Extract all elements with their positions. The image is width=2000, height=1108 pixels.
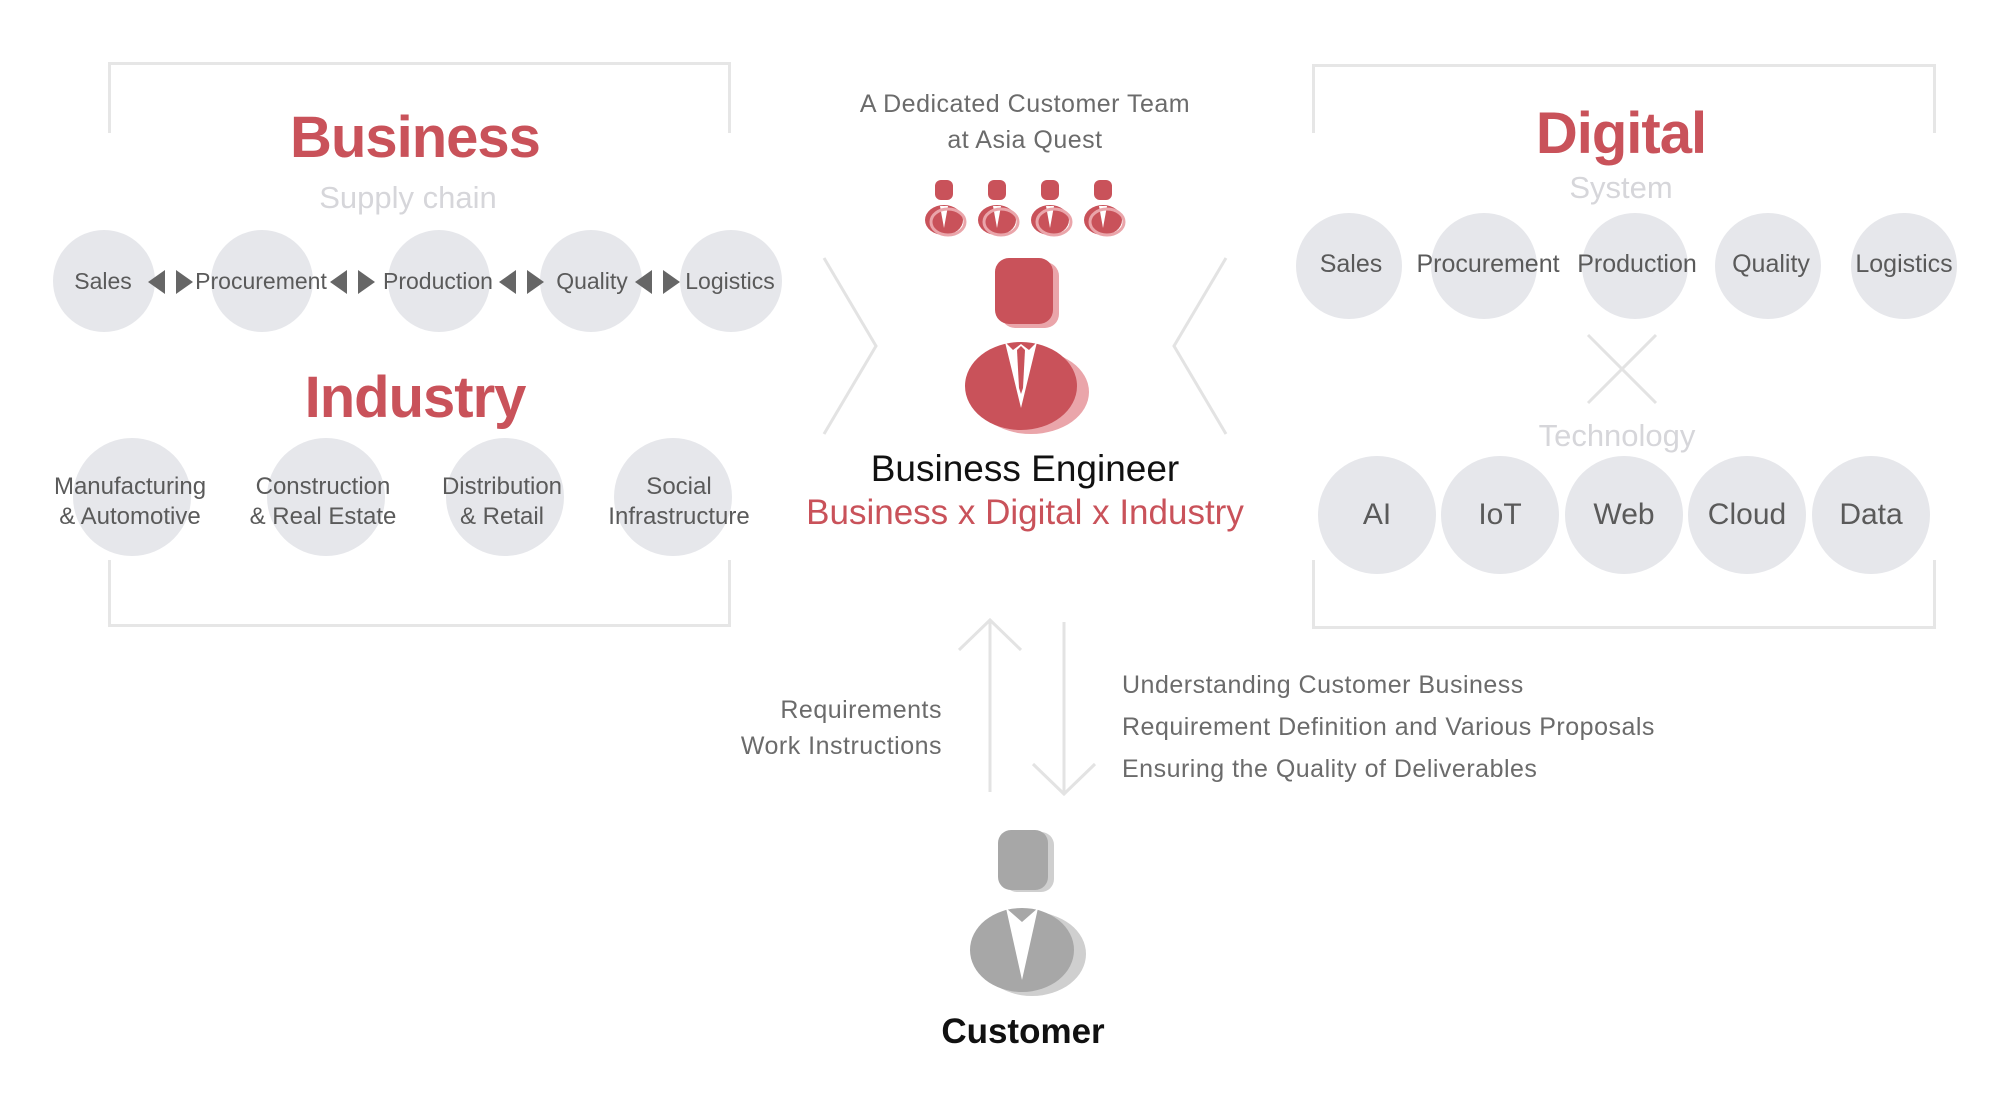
supply-circle-logistics [680,230,782,332]
flow-up-line2: Work Instructions [740,732,942,760]
system-circle-logistics [1851,213,1957,319]
flow-up-label: Requirements Work Instructions [741,692,942,764]
tech-item-iot: IoT [1478,498,1522,531]
chevron-right-icon [527,270,544,294]
business-bracket-bottom [108,560,731,627]
supply-circle-sales [53,230,155,332]
industry-item-manufacturing: Manufacturing & Automotive [54,472,206,532]
supply-circle-production [388,230,490,332]
industry-item-line2: & Real Estate [249,503,397,530]
arrow-up-icon [957,617,1023,792]
system-circle-sales [1296,213,1402,319]
industry-circle-distribution [446,438,564,556]
supply-item-quality: Quality [556,268,628,294]
industry-circle-manufacturing [73,438,191,556]
supply-item-sales: Sales [74,268,132,294]
tech-item-cloud: Cloud [1707,498,1787,531]
supply-item-production: Production [383,268,493,294]
flow-down-line: Requirement Definition and Various Propo… [1122,713,1655,741]
chevron-left-icon [148,270,165,294]
supply-circle-procurement [211,230,313,332]
customer-label: Customer [941,1012,1105,1051]
technology-label: Technology [1538,418,1696,453]
industry-item-line1: Construction [255,473,391,500]
chevron-left-icon [1172,257,1228,435]
industry-item-distribution: Distribution & Retail [442,472,562,532]
engineer-subtitle: Business x Digital x Industry [806,493,1244,532]
industry-circle-construction [267,438,385,556]
system-circle-quality [1715,213,1821,319]
industry-circle-social [614,438,732,556]
team-member-icon [1084,180,1126,237]
supply-item-procurement: Procurement [195,268,327,294]
system-item-procurement: Procurement [1416,250,1560,278]
cross-icon [1586,333,1658,405]
industry-item-line1: Social [646,473,712,500]
system-circle-production [1582,213,1688,319]
digital-bracket-bottom [1312,560,1936,629]
system-item-quality: Quality [1732,250,1810,278]
system-circle-procurement [1431,213,1537,319]
tech-circle-data [1812,456,1930,574]
chevron-left-icon [635,270,652,294]
business-engineer-icon [965,258,1089,434]
system-item-logistics: Logistics [1855,250,1953,278]
engineer-title: Business Engineer [870,448,1180,489]
system-label: System [1569,170,1673,205]
industry-item-line2: & Retail [459,503,545,530]
tech-circle-ai [1318,456,1436,574]
flow-down-line: Understanding Customer Business [1122,671,1524,699]
tech-item-ai: AI [1362,498,1392,531]
chevron-right-icon [358,270,375,294]
industry-item-line1: Distribution [441,473,563,500]
business-bracket-top [108,62,731,133]
chevron-right-icon [822,257,878,435]
system-item-production: Production [1577,250,1697,278]
flow-up-line1: Requirements [780,696,942,724]
chevron-left-icon [499,270,516,294]
supply-item-logistics: Logistics [685,268,775,294]
team-label: A Dedicated Customer Team at Asia Quest [860,86,1190,158]
tech-item-data: Data [1839,498,1903,531]
industry-item-line1: Manufacturing [53,473,207,500]
chevron-right-icon [176,270,193,294]
industry-title: Industry [304,365,527,430]
industry-item-construction: Construction & Real Estate [250,472,397,532]
team-member-icon [1031,180,1073,237]
tech-circle-iot [1441,456,1559,574]
supply-chain-label: Supply chain [319,180,497,215]
industry-item-line2: Infrastructure [608,503,750,530]
industry-item-line2: & Automotive [59,503,201,530]
tech-circle-web [1565,456,1683,574]
customer-icon [970,830,1086,996]
industry-item-social: Social Infrastructure [608,472,749,532]
team-label-line1: A Dedicated Customer Team [859,90,1191,118]
chevron-left-icon [330,270,347,294]
team-member-icon [925,180,967,237]
digital-bracket-top [1312,64,1936,133]
team-member-icon [978,180,1020,237]
arrow-down-icon [1031,622,1097,797]
chevron-right-icon [663,270,680,294]
tech-circle-cloud [1688,456,1806,574]
business-title: Business [290,105,541,170]
team-label-line2: at Asia Quest [947,126,1103,154]
system-item-sales: Sales [1319,250,1383,278]
flow-down-line: Ensuring the Quality of Deliverables [1122,755,1538,783]
digital-title: Digital [1535,101,1707,166]
flow-down-label: Understanding Customer Business Requirem… [1122,664,1655,790]
tech-item-web: Web [1593,498,1655,531]
supply-circle-quality [540,230,642,332]
